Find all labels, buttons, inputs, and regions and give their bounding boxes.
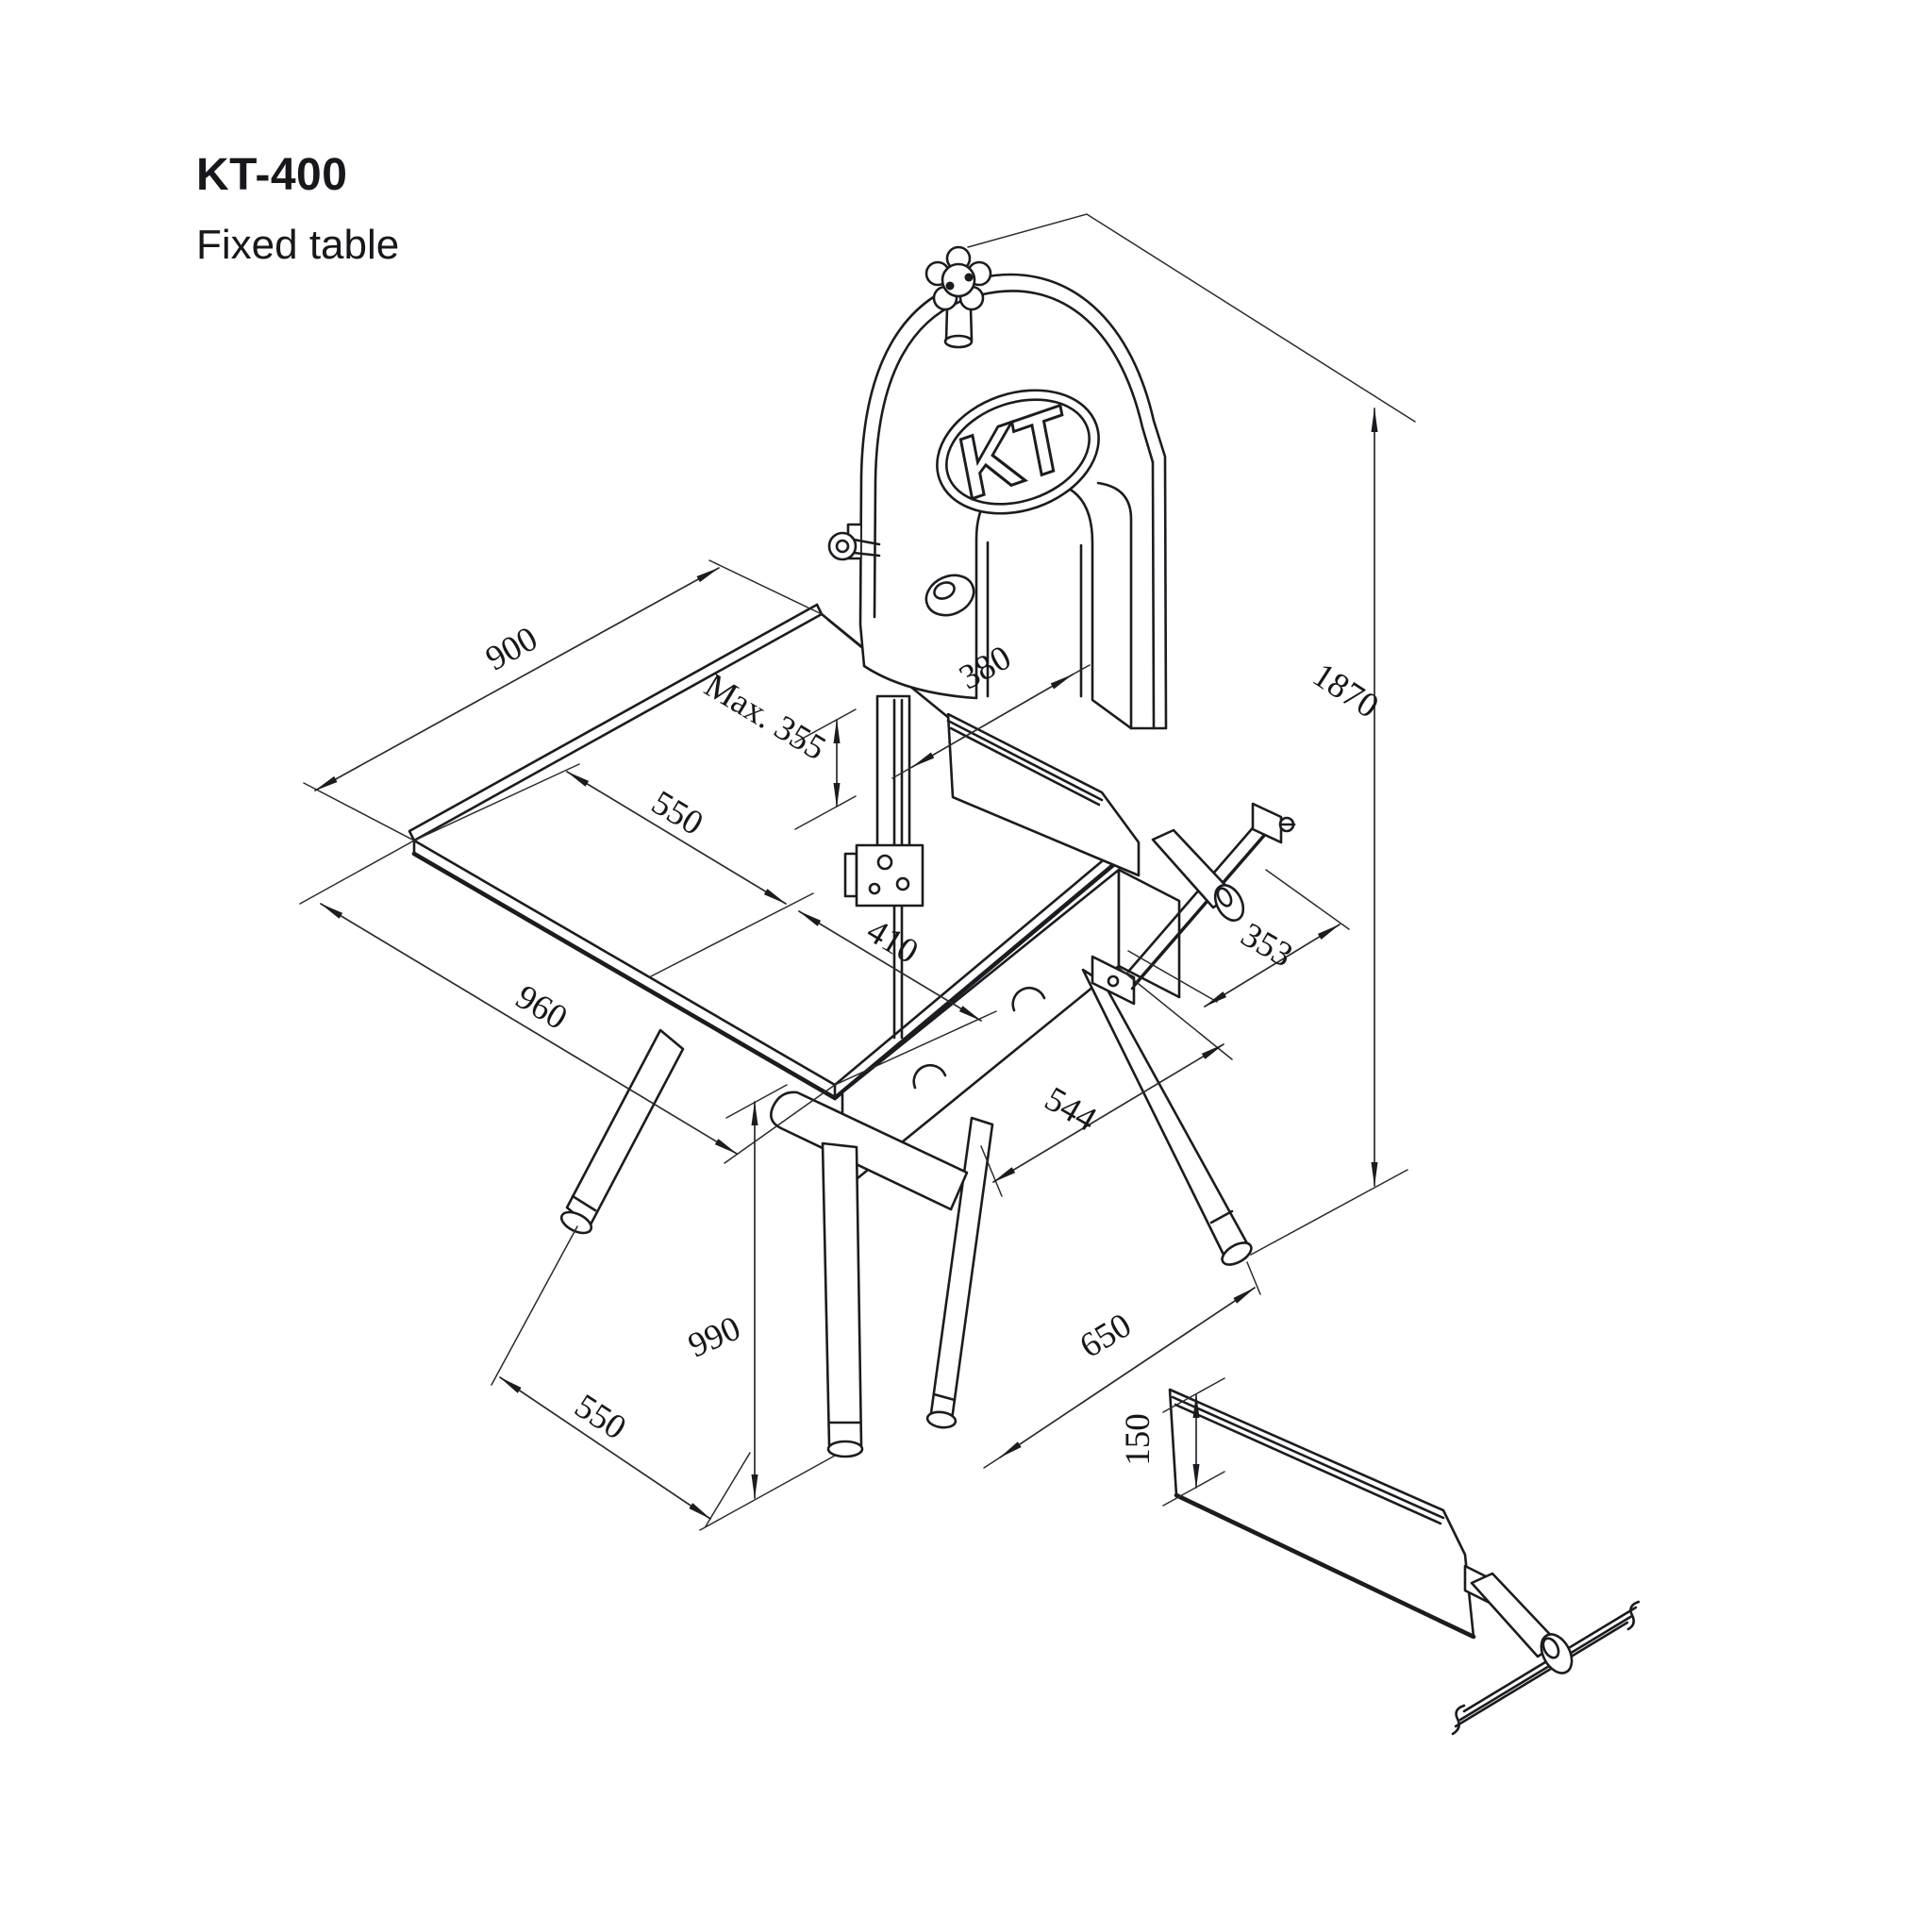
front-knob bbox=[924, 574, 975, 617]
blade-guide-block bbox=[855, 843, 924, 908]
rail-bracket bbox=[1251, 802, 1283, 844]
title-block: KT-400 Fixed table bbox=[196, 149, 399, 269]
model-name: KT-400 bbox=[196, 150, 348, 200]
side-knob bbox=[827, 531, 881, 561]
dim-label-1870: 1870 bbox=[1306, 656, 1385, 726]
front-leg bbox=[821, 1141, 863, 1447]
dim-label-353: 353 bbox=[1234, 915, 1299, 974]
dimension-leg-spread-front: 550 bbox=[491, 1225, 751, 1527]
dim-label-150: 150 bbox=[1119, 1413, 1158, 1466]
saw-head: KT bbox=[827, 245, 1168, 1040]
leg-beam bbox=[770, 1091, 969, 1211]
left-leg bbox=[565, 1028, 685, 1228]
dimension-fence-height: 150 bbox=[1119, 1377, 1225, 1507]
kt-logo: KT bbox=[936, 385, 1100, 521]
tension-handwheel bbox=[924, 245, 992, 349]
dimension-table-height: 990 bbox=[683, 1084, 836, 1531]
dim-label-650: 650 bbox=[1074, 1306, 1139, 1366]
dim-label-990: 990 bbox=[683, 1308, 746, 1365]
dim-label-544: 544 bbox=[1038, 1079, 1103, 1139]
dim-label-960: 960 bbox=[509, 977, 575, 1038]
fence-detail-view bbox=[1168, 1388, 1641, 1736]
dim-label-550-bottom: 550 bbox=[568, 1387, 633, 1448]
model-subtitle: Fixed table bbox=[196, 222, 400, 268]
